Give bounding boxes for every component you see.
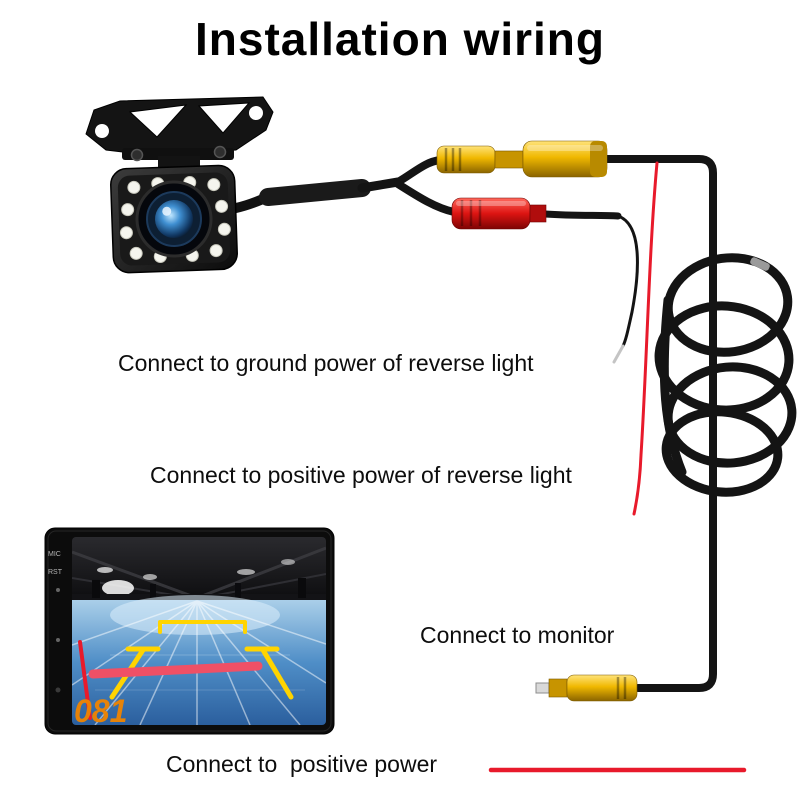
bezel-label-rst: RST xyxy=(48,569,63,576)
monitor-rca-male xyxy=(535,674,638,702)
led xyxy=(129,246,143,260)
led xyxy=(209,244,223,258)
coil-loop xyxy=(661,407,783,497)
coil-crossover xyxy=(659,295,687,477)
guide-near-bar xyxy=(88,661,263,679)
floor-glow xyxy=(110,595,280,635)
red-rca-plug xyxy=(451,197,547,230)
ground-power-label: Connect to ground power of reverse light xyxy=(118,350,534,376)
rca-end-band xyxy=(590,141,607,177)
bracket-screw xyxy=(213,145,227,159)
splitter-stub xyxy=(357,177,403,193)
mounting-bracket xyxy=(85,96,274,156)
led xyxy=(121,203,135,217)
rca-nose xyxy=(494,150,524,169)
positive-power-label: Connect to positive power xyxy=(166,751,438,777)
cable-coil xyxy=(654,253,797,497)
rca-ridges xyxy=(444,148,462,171)
bracket-hole xyxy=(95,124,109,138)
red-rca-tail-cable xyxy=(541,210,622,220)
ceiling-light xyxy=(237,569,255,575)
camera-body xyxy=(110,164,238,274)
guide-right-side xyxy=(244,646,294,700)
camera-assembly xyxy=(85,96,274,274)
lens-highlight xyxy=(162,206,172,216)
ground-wire xyxy=(616,214,639,348)
extension-cable-run xyxy=(602,155,717,692)
power-branch-cable xyxy=(394,180,458,216)
pillar xyxy=(235,583,241,598)
camera-view-scene: 081 xyxy=(72,537,326,729)
ceiling-light xyxy=(281,559,295,565)
parking-guidelines xyxy=(78,620,294,720)
positive-reverse-wire xyxy=(632,161,659,516)
guide-left-red-line xyxy=(78,640,92,720)
positive-reverse-label: Connect to positive power of reverse lig… xyxy=(150,462,572,488)
monitor-label: Connect to monitor xyxy=(420,622,615,648)
video-branch-cable xyxy=(394,156,444,186)
rca-nose xyxy=(529,204,547,223)
led xyxy=(127,180,141,194)
rca-highlight xyxy=(456,201,526,206)
led-ring xyxy=(119,175,231,264)
bezel-label-mic: MIC xyxy=(48,551,61,558)
rca-ridges xyxy=(616,677,627,699)
cable-runs xyxy=(231,155,747,773)
ceiling-beam xyxy=(72,550,198,600)
page-title: Installation wiring xyxy=(194,13,606,65)
ir-sensor-icon xyxy=(55,687,61,693)
led xyxy=(215,199,229,213)
rca-tip xyxy=(535,682,550,694)
mic-hole-icon xyxy=(56,588,60,592)
guide-mid-bar xyxy=(158,620,247,634)
bracket-hole xyxy=(249,106,263,120)
heat-shrink-joint xyxy=(259,179,371,206)
ceiling-light xyxy=(102,580,134,596)
led xyxy=(217,222,231,236)
led xyxy=(207,178,221,192)
ceiling-light xyxy=(143,574,157,580)
monitor-unit: MIC RST xyxy=(44,527,335,735)
rca-highlight xyxy=(527,145,603,151)
rca-nose xyxy=(548,678,568,698)
ground-wire-tip xyxy=(612,344,625,364)
ceiling-beam xyxy=(196,546,326,600)
rca-ridges xyxy=(460,200,482,226)
yellow-rca-female xyxy=(522,140,608,178)
monitor-bezel-edge xyxy=(47,530,332,732)
pillar xyxy=(92,580,100,598)
ceiling-light xyxy=(97,567,113,573)
cable-tie xyxy=(750,257,770,271)
bracket-screw xyxy=(130,148,144,162)
led xyxy=(119,226,133,240)
pillar xyxy=(150,584,156,598)
yellow-rca-male xyxy=(436,145,524,174)
reset-hole-icon xyxy=(56,638,60,642)
screen-overlay-text: 081 xyxy=(74,693,127,729)
bracket-bar xyxy=(122,148,234,160)
rca-body xyxy=(566,674,638,702)
pillar xyxy=(298,578,306,598)
